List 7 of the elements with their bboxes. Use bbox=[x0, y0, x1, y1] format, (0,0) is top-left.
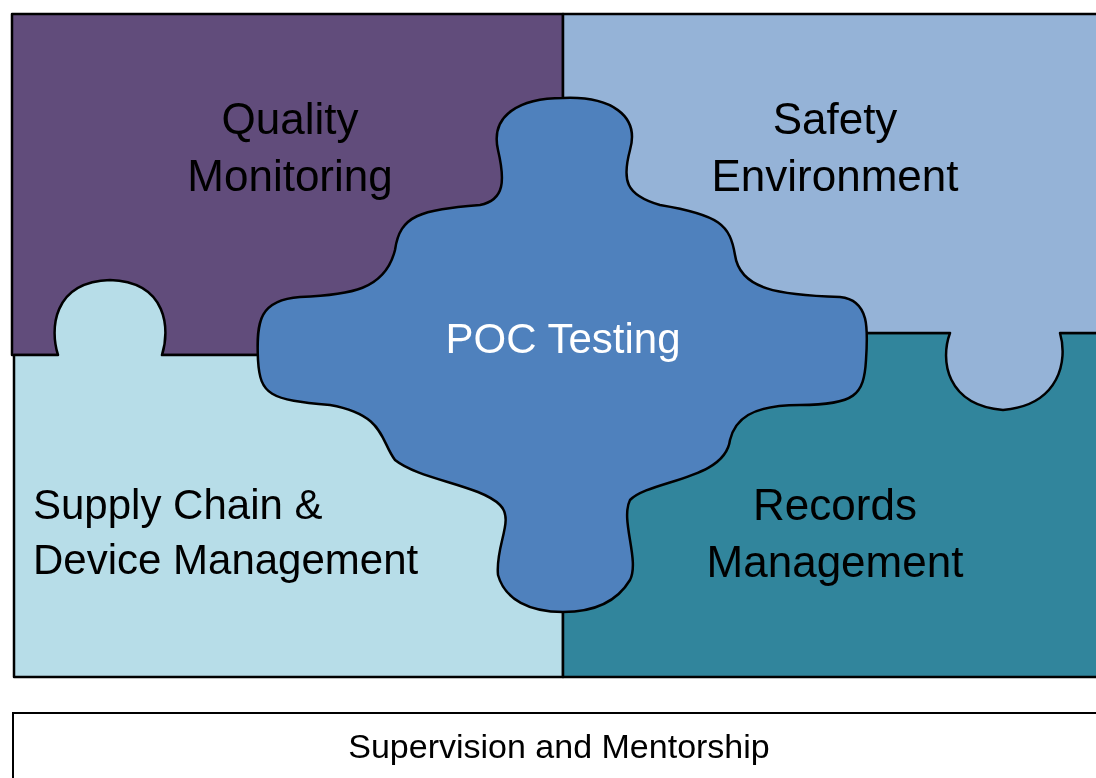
piece-label: Quality Monitoring bbox=[186, 93, 394, 203]
piece-label: Records Management bbox=[705, 479, 965, 589]
piece-label: POC Testing bbox=[380, 312, 746, 367]
piece-label: Supply Chain & Device Management bbox=[33, 480, 420, 585]
piece-label: Supervision and Mentorship bbox=[347, 726, 771, 767]
piece-label: Safety Environment bbox=[710, 93, 960, 203]
foundation-bar bbox=[12, 712, 1096, 778]
